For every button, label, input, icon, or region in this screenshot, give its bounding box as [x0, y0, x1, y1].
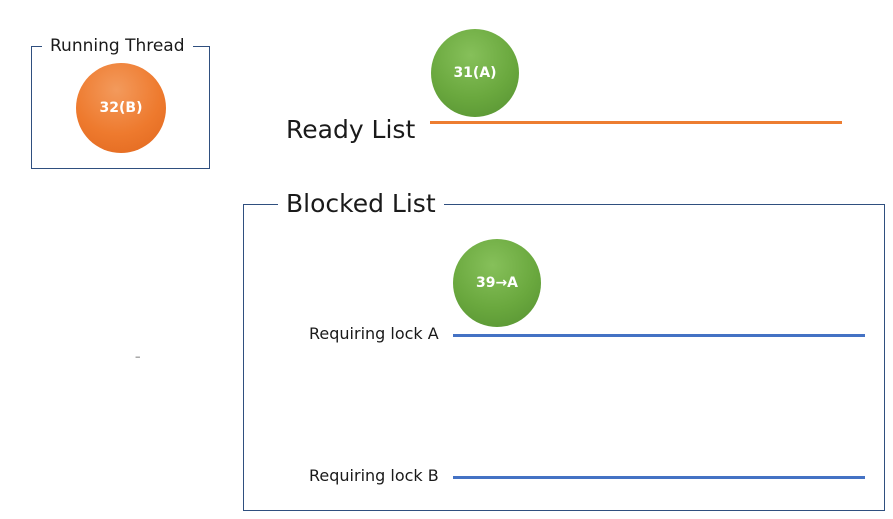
ready-list-line: [430, 121, 842, 124]
lock-a-label: Requiring lock A: [309, 324, 439, 343]
stray-dash-mark: –: [135, 350, 141, 363]
ready-list-node: 31(A): [431, 29, 519, 117]
lock-a-line: [453, 334, 865, 337]
running-thread-node: 32(B): [76, 63, 166, 153]
lock-b-line: [453, 476, 865, 479]
blocked-node-lock-a: 39→A: [453, 239, 541, 327]
running-thread-title: Running Thread: [42, 38, 193, 55]
blocked-list-title: Blocked List: [278, 191, 444, 216]
lock-b-label: Requiring lock B: [309, 466, 439, 485]
blocked-list-box: [243, 204, 885, 511]
ready-list-title: Ready List: [286, 115, 416, 144]
